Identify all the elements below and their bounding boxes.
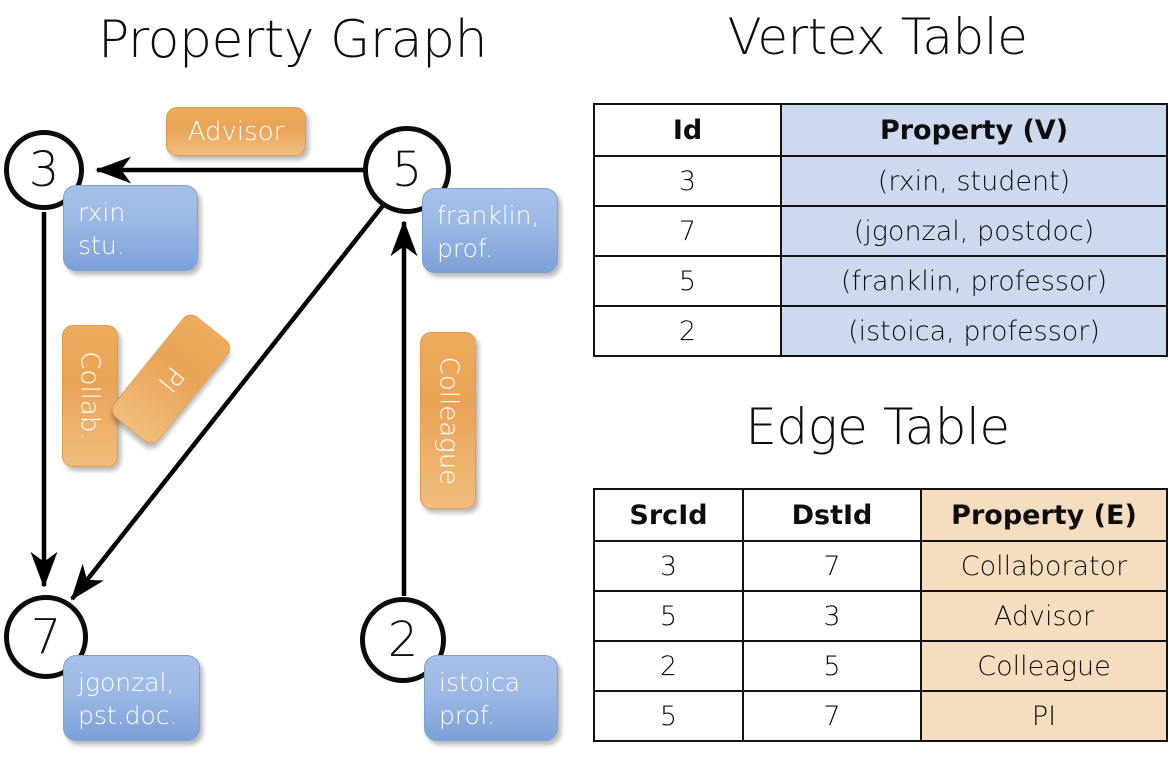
- table-row[interactable]: 3 7 Collaborator: [593, 540, 1168, 592]
- vertex-id-cell: 2: [593, 305, 782, 357]
- vertex-table-header-property: Property (V): [780, 103, 1168, 157]
- table-row[interactable]: 3 (rxin, student): [593, 155, 1168, 207]
- edge-label-colleague-text: Colleague: [433, 356, 464, 485]
- edge-srcid-cell: 3: [593, 540, 744, 592]
- page-title-property-graph: Property Graph: [97, 10, 488, 70]
- vertex-property-box-5[interactable]: franklin, prof.: [422, 188, 558, 273]
- edge-label-pi-text: PI: [151, 360, 191, 398]
- vertex-table-header-row: Id Property (V): [593, 103, 1168, 157]
- edge-srcid-cell: 5: [593, 690, 744, 742]
- vertex-property-cell: (rxin, student): [780, 155, 1168, 207]
- edge-table: SrcId DstId Property (E) 3 7 Collaborato…: [593, 488, 1168, 742]
- edge-srcid-cell: 5: [593, 590, 744, 642]
- edge-label-advisor[interactable]: Advisor: [166, 107, 306, 156]
- edge-label-colleague[interactable]: Colleague: [420, 332, 476, 509]
- graph-edges-layer: [30, 156, 418, 601]
- page-title-edge-table: Edge Table: [745, 398, 1010, 456]
- vertex-id-cell: 5: [593, 255, 782, 307]
- edge-label-collab-text: Collab.: [75, 351, 105, 441]
- edge-table-header-dstid: DstId: [742, 488, 922, 542]
- vertex-table-header-id: Id: [593, 103, 782, 157]
- graph-node-7-label: 7: [30, 609, 62, 665]
- edge-5-to-7: [70, 201, 387, 601]
- edge-property-cell: Collaborator: [920, 540, 1168, 592]
- vertex-id-cell: 3: [593, 155, 782, 207]
- table-row[interactable]: 7 (jgonzal, postdoc): [593, 205, 1168, 257]
- page-title-vertex-table: Vertex Table: [727, 8, 1028, 66]
- graph-node-3-label: 3: [28, 142, 60, 198]
- vertex-property-box-2[interactable]: istoica prof.: [424, 655, 558, 741]
- table-row[interactable]: 5 7 PI: [593, 690, 1168, 742]
- edge-table-header-srcid: SrcId: [593, 488, 744, 542]
- vertex-table: Id Property (V) 3 (rxin, student) 7 (jgo…: [593, 103, 1168, 357]
- edge-property-cell: PI: [920, 690, 1168, 742]
- edge-property-cell: Advisor: [920, 590, 1168, 642]
- table-row[interactable]: 5 3 Advisor: [593, 590, 1168, 642]
- property-graph-panel: Property Graph 3 5 7 2 rxin stu. frankli…: [4, 10, 558, 741]
- table-row[interactable]: 2 5 Colleague: [593, 640, 1168, 692]
- vertex-property-cell: (jgonzal, postdoc): [780, 205, 1168, 257]
- graph-node-2-label: 2: [387, 612, 419, 668]
- edge-table-header-property: Property (E): [920, 488, 1168, 542]
- edge-dstid-cell: 7: [742, 690, 922, 742]
- vertex-property-cell: (istoica, professor): [780, 305, 1168, 357]
- graph-node-5-label: 5: [391, 142, 423, 198]
- table-row[interactable]: 5 (franklin, professor): [593, 255, 1168, 307]
- vertex-id-cell: 7: [593, 205, 782, 257]
- vertex-property-box-7[interactable]: jgonzal, pst.doc.: [63, 655, 200, 741]
- edge-dstid-cell: 5: [742, 640, 922, 692]
- edge-label-collab[interactable]: Collab.: [62, 325, 118, 467]
- edge-table-header-row: SrcId DstId Property (E): [593, 488, 1168, 542]
- vertex-property-cell: (franklin, professor): [780, 255, 1168, 307]
- graph-node-2[interactable]: 2: [360, 597, 446, 683]
- edge-dstid-cell: 3: [742, 590, 922, 642]
- edge-property-cell: Colleague: [920, 640, 1168, 692]
- edge-srcid-cell: 2: [593, 640, 744, 692]
- edge-dstid-cell: 7: [742, 540, 922, 592]
- graph-node-5[interactable]: 5: [363, 126, 451, 214]
- vertex-property-box-3[interactable]: rxin stu.: [63, 185, 198, 271]
- table-row[interactable]: 2 (istoica, professor): [593, 305, 1168, 357]
- edge-label-advisor-text: Advisor: [187, 116, 285, 147]
